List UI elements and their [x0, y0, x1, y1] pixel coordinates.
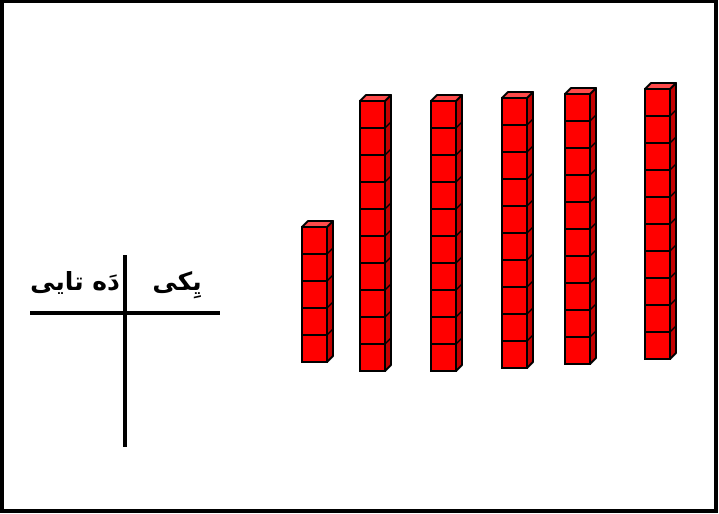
unit-cube — [302, 254, 327, 281]
tens-column-label: دَە تایی — [30, 267, 120, 296]
unit-cube — [645, 251, 670, 278]
unit-cube — [565, 148, 590, 175]
unit-cube — [502, 98, 527, 125]
unit-cube — [302, 335, 327, 362]
unit-cube — [431, 263, 456, 290]
ones-stack — [302, 221, 333, 362]
unit-cube — [565, 310, 590, 337]
unit-cube — [645, 116, 670, 143]
unit-cube — [431, 101, 456, 128]
unit-cube — [645, 332, 670, 359]
unit-cube — [645, 89, 670, 116]
unit-cube — [502, 152, 527, 179]
unit-cube — [302, 227, 327, 254]
unit-cube — [645, 197, 670, 224]
unit-cube — [360, 209, 385, 236]
ten-rod — [360, 95, 391, 371]
unit-cube — [565, 337, 590, 364]
unit-cube — [360, 263, 385, 290]
unit-cube — [502, 233, 527, 260]
unit-cube — [645, 170, 670, 197]
unit-cube — [565, 94, 590, 121]
unit-cube — [645, 305, 670, 332]
unit-cube — [431, 209, 456, 236]
unit-cube — [502, 287, 527, 314]
unit-cube — [502, 206, 527, 233]
unit-cube — [502, 341, 527, 368]
unit-cube — [302, 308, 327, 335]
unit-cube — [565, 175, 590, 202]
ten-rod — [645, 83, 676, 359]
unit-cube — [431, 344, 456, 371]
unit-cube — [502, 125, 527, 152]
unit-cube — [360, 128, 385, 155]
unit-cube — [645, 143, 670, 170]
unit-cube — [360, 236, 385, 263]
unit-cube — [502, 260, 527, 287]
unit-cube — [502, 179, 527, 206]
unit-cube — [431, 182, 456, 209]
unit-cube — [645, 278, 670, 305]
unit-cube — [360, 182, 385, 209]
ten-rod — [565, 88, 596, 364]
unit-cube — [565, 202, 590, 229]
unit-cube — [360, 344, 385, 371]
unit-cube — [645, 224, 670, 251]
ten-rod — [431, 95, 462, 371]
unit-cube — [302, 281, 327, 308]
unit-cube — [360, 155, 385, 182]
unit-cube — [360, 290, 385, 317]
unit-cube — [565, 121, 590, 148]
unit-cube — [565, 256, 590, 283]
ones-column-label: یِکی — [152, 267, 201, 299]
unit-cube — [360, 101, 385, 128]
unit-cube — [431, 128, 456, 155]
ten-rod — [502, 92, 533, 368]
unit-cube — [502, 314, 527, 341]
unit-cube — [565, 283, 590, 310]
unit-cube — [565, 229, 590, 256]
unit-cube — [431, 290, 456, 317]
unit-cube — [360, 317, 385, 344]
unit-cube — [431, 155, 456, 182]
unit-cube — [431, 317, 456, 344]
unit-cube — [431, 236, 456, 263]
